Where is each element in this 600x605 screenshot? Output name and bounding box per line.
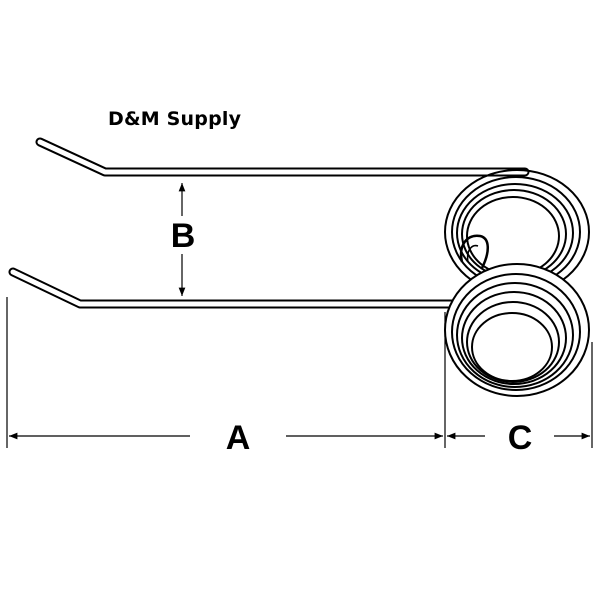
upper-tine [35, 137, 530, 177]
dimension-c-label: C [508, 419, 533, 457]
dimension-c: C [447, 419, 590, 457]
lower-coil [444, 263, 590, 397]
dimension-b-label: B [171, 217, 196, 255]
dimension-b: B [171, 183, 196, 296]
dimension-a: A [8, 419, 443, 457]
brand-label: D&M Supply [108, 108, 242, 130]
extension-lines [6, 297, 593, 448]
lower-tine [8, 267, 475, 309]
dimension-a-label: A [226, 419, 251, 457]
